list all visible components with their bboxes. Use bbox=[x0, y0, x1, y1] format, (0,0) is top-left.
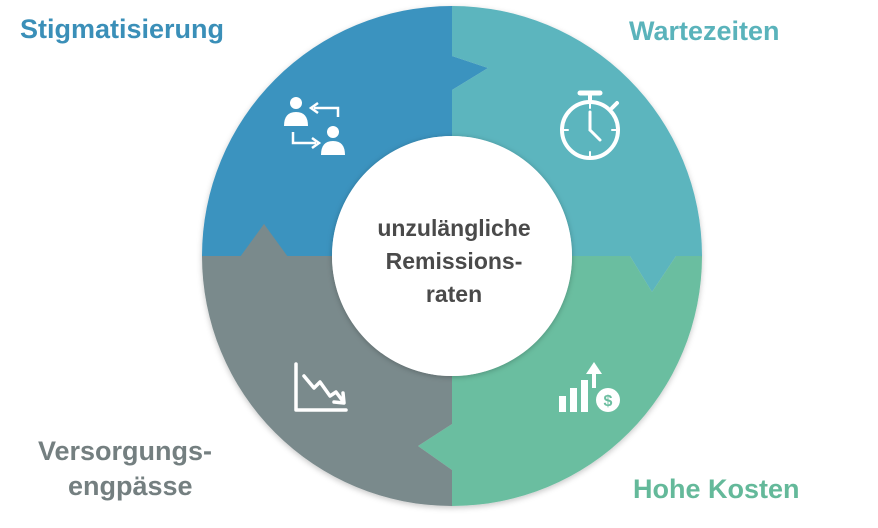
segment-wartezeiten bbox=[452, 6, 702, 292]
label-hohe-kosten: Hohe Kosten bbox=[633, 474, 800, 504]
label-wartezeiten: Wartezeiten bbox=[629, 16, 780, 46]
people-exchange-icon bbox=[284, 97, 345, 155]
segment-versorgungsengpaesse bbox=[202, 224, 452, 506]
label-stigmatisierung: Stigmatisierung bbox=[20, 14, 225, 44]
declining-chart-icon bbox=[294, 362, 348, 412]
svg-text:$: $ bbox=[604, 393, 613, 410]
segment-notch-bottom-left bbox=[240, 224, 288, 257]
segment-stigmatisierung bbox=[202, 6, 488, 256]
center-title-line1: unzulängliche bbox=[377, 215, 531, 241]
stopwatch-icon bbox=[560, 90, 620, 160]
rising-cost-icon: $ bbox=[559, 362, 620, 412]
center-circle bbox=[332, 136, 572, 376]
label-versorgungsengpaesse: Versorgungs- engpässe bbox=[38, 434, 212, 504]
label-versorgungsengpaesse-line1: Versorgungs- bbox=[38, 436, 213, 466]
center-title: unzulängliche Remissions- raten bbox=[352, 212, 556, 311]
center-title-line3: raten bbox=[425, 281, 483, 307]
segment-hohe-kosten bbox=[418, 256, 702, 506]
center-title-line2: Remissions- bbox=[385, 248, 523, 274]
label-versorgungsengpaesse-line2: engpässe bbox=[68, 471, 193, 501]
